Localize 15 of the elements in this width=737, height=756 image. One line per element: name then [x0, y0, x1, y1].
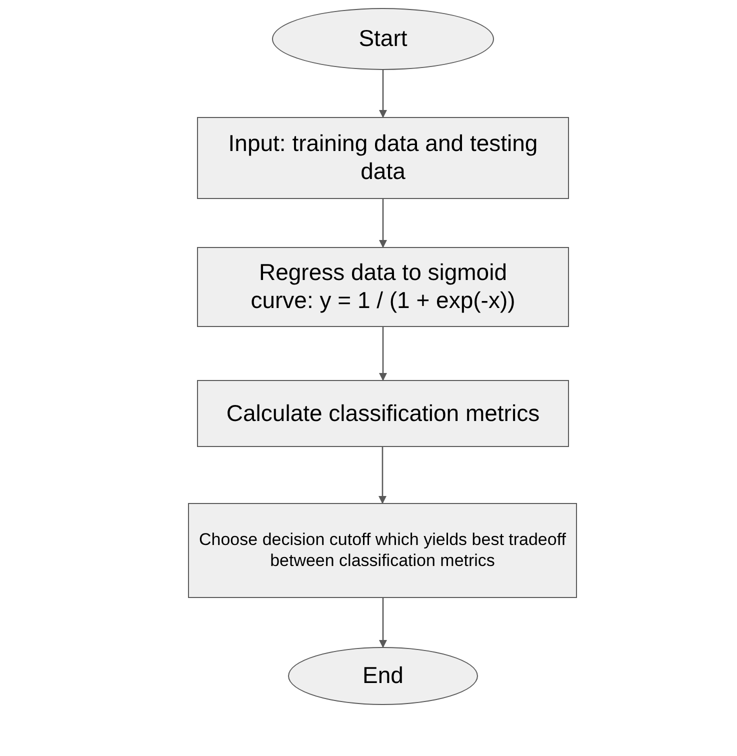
node-label: Input: training data and testing data	[227, 130, 539, 186]
arrow	[378, 447, 386, 504]
node-label: Start	[358, 25, 408, 53]
arrow	[379, 327, 387, 381]
process-box	[188, 503, 577, 598]
process-box	[197, 247, 569, 327]
process-box	[197, 380, 569, 447]
node-label: Regress data to sigmoid curve: y = 1 / (1 + exp(-x))	[250, 259, 516, 315]
node-label: End	[362, 662, 404, 690]
arrow	[379, 70, 387, 118]
process-box	[197, 117, 569, 199]
node-label: Calculate classification metrics	[226, 400, 540, 428]
arrow	[379, 199, 387, 248]
node-label: Choose decision cutoff which yields best tradeoff between classification metrics	[198, 530, 567, 571]
arrow	[379, 598, 387, 648]
